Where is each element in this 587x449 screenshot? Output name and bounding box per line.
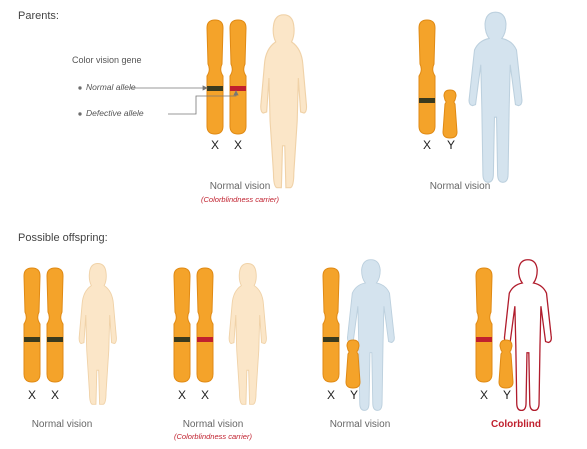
parent-father-y-chromosome	[443, 90, 457, 138]
parent-father-figure	[469, 12, 522, 182]
offspring-2-sublabel: (Colorblindness carrier)	[158, 432, 268, 441]
offspring-3-chrom-label-2: Y	[346, 388, 362, 402]
offspring-2-chrom-label-2: X	[197, 388, 213, 402]
parent-father-chrom-label-1: X	[419, 138, 435, 152]
offspring-4-chrom-label-2: Y	[499, 388, 515, 402]
parent-father-chrom-label-2: Y	[443, 138, 459, 152]
key-defective-allele: Defective allele	[86, 108, 144, 118]
offspring-2-figure	[229, 264, 266, 405]
normal-allele-band	[419, 98, 435, 103]
defective-allele-band	[197, 337, 213, 342]
normal-allele-band	[24, 337, 40, 342]
offspring-4-y-chromosome	[499, 340, 513, 388]
parent-mother-x2-chromosome	[230, 20, 246, 134]
offspring-1-x1-chromosome	[24, 268, 40, 382]
parent-mother-chrom-label-2: X	[230, 138, 246, 152]
offspring-1-x2-chromosome	[47, 268, 63, 382]
offspring-2-x2-chromosome	[197, 268, 213, 382]
key-gene-title: Color vision gene	[72, 55, 142, 65]
offspring-3-y-chromosome	[346, 340, 360, 388]
heading-offspring: Possible offspring:	[18, 232, 108, 244]
offspring-4-chrom-label-1: X	[476, 388, 492, 402]
offspring-3-chrom-label-1: X	[323, 388, 339, 402]
parent-mother-chrom-label-1: X	[207, 138, 223, 152]
normal-allele-band	[47, 337, 63, 342]
normal-allele-band	[207, 86, 223, 91]
offspring-2-label: Normal vision	[158, 419, 268, 430]
offspring-1-figure	[79, 264, 116, 405]
parent-mother-sublabel: (Colorblindness carrier)	[180, 195, 300, 204]
parent-father-x-chromosome	[419, 20, 435, 134]
offspring-3-x-chromosome	[323, 268, 339, 382]
offspring-2-chrom-label-1: X	[174, 388, 190, 402]
offspring-2-x1-chromosome	[174, 268, 190, 382]
offspring-4-label: Colorblind	[466, 419, 566, 430]
key-normal-allele: Normal allele	[86, 82, 136, 92]
normal-allele-band	[174, 337, 190, 342]
parent-mother-label: Normal vision	[180, 181, 300, 192]
offspring-3-label: Normal vision	[310, 419, 410, 430]
parent-mother-figure	[261, 15, 307, 188]
normal-allele-band	[323, 337, 339, 342]
offspring-4-x-chromosome	[476, 268, 492, 382]
defective-allele-band	[230, 86, 246, 91]
offspring-1-chrom-label-1: X	[24, 388, 40, 402]
offspring-1-chrom-label-2: X	[47, 388, 63, 402]
parent-father-label: Normal vision	[400, 181, 520, 192]
parent-mother-x1-chromosome	[207, 20, 223, 134]
heading-parents: Parents:	[18, 10, 59, 22]
defective-allele-band	[476, 337, 492, 342]
offspring-1-label: Normal vision	[12, 419, 112, 430]
